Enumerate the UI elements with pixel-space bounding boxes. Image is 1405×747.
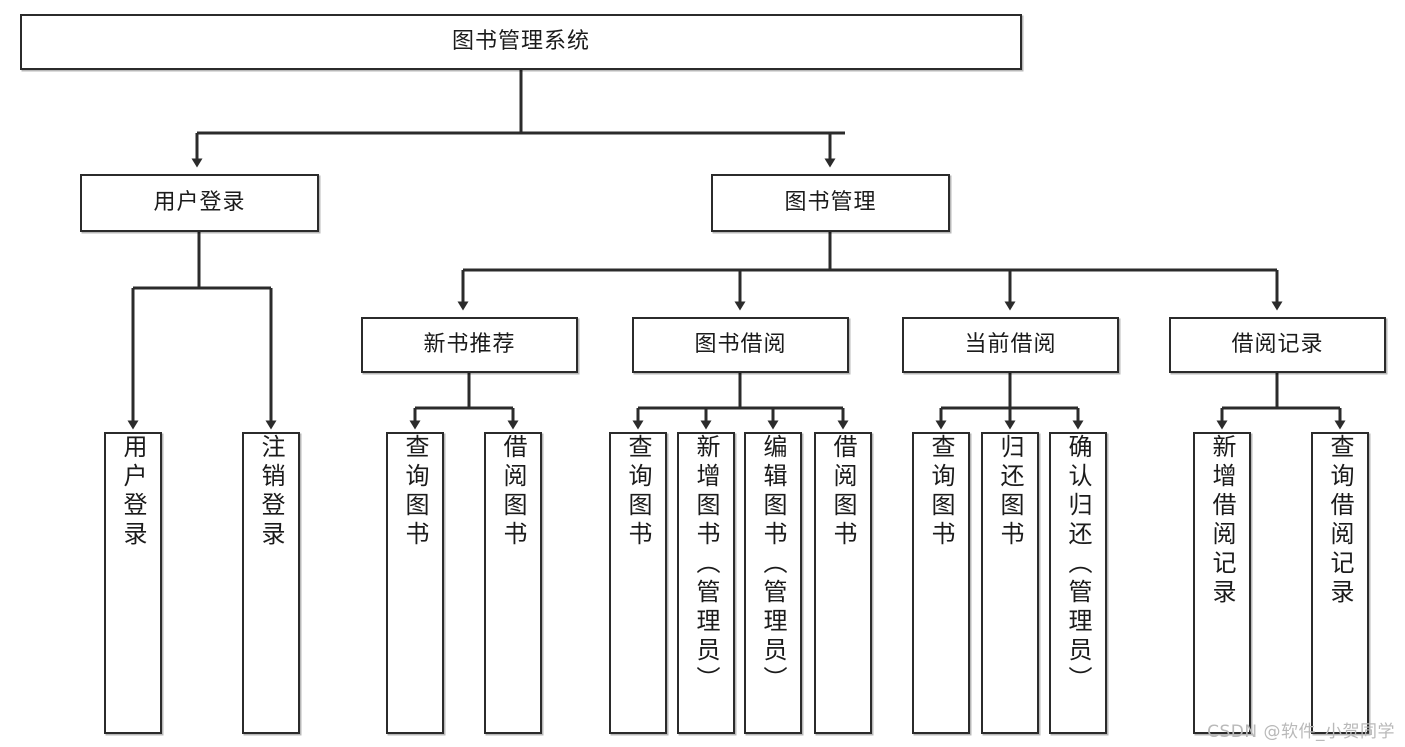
node-current-borrow[interactable]: 当前借阅 xyxy=(902,317,1119,373)
node-new-book-recommend[interactable]: 新书推荐 xyxy=(361,317,578,373)
node-label: 新书推荐 xyxy=(423,332,516,358)
node-label: 查询图书 xyxy=(927,434,955,550)
leaf-query-book-recommend[interactable]: 查询图书 xyxy=(386,432,444,734)
leaf-query-borrow-record[interactable]: 查询借阅记录 xyxy=(1311,432,1369,734)
node-label: 图书借阅 xyxy=(694,332,787,358)
leaf-borrow-book[interactable]: 借阅图书 xyxy=(814,432,872,734)
leaf-add-book-admin[interactable]: 新增图书（管理员） xyxy=(677,432,735,734)
node-label: 图书管理系统 xyxy=(451,29,590,55)
node-label: 注销登录 xyxy=(257,434,285,550)
node-label: 当前借阅 xyxy=(964,332,1057,358)
node-label: 归还图书 xyxy=(996,434,1024,550)
leaf-return-book[interactable]: 归还图书 xyxy=(981,432,1039,734)
leaf-edit-book-admin[interactable]: 编辑图书（管理员） xyxy=(744,432,802,734)
leaf-confirm-return-admin[interactable]: 确认归还（管理员） xyxy=(1049,432,1107,734)
node-label: 编辑图书（管理员） xyxy=(759,434,787,695)
node-label: 图书管理 xyxy=(784,190,877,216)
leaf-user-login[interactable]: 用户登录 xyxy=(104,432,162,734)
node-label: 查询借阅记录 xyxy=(1326,434,1354,608)
node-label: 借阅图书 xyxy=(499,434,527,550)
node-label: 确认归还（管理员） xyxy=(1064,434,1092,695)
node-user-login[interactable]: 用户登录 xyxy=(80,174,319,232)
node-label: 用户登录 xyxy=(153,190,246,216)
node-label: 用户登录 xyxy=(119,434,147,550)
leaf-logout[interactable]: 注销登录 xyxy=(242,432,300,734)
leaf-add-borrow-record[interactable]: 新增借阅记录 xyxy=(1193,432,1251,734)
node-label: 新增图书（管理员） xyxy=(692,434,720,695)
node-label: 借阅图书 xyxy=(829,434,857,550)
node-label: 查询图书 xyxy=(624,434,652,550)
node-label: 借阅记录 xyxy=(1231,332,1324,358)
node-borrow-record[interactable]: 借阅记录 xyxy=(1169,317,1386,373)
watermark: CSDN @软件_小贺同学 xyxy=(1207,722,1395,742)
leaf-query-book-current[interactable]: 查询图书 xyxy=(912,432,970,734)
leaf-query-book-borrow[interactable]: 查询图书 xyxy=(609,432,667,734)
node-label: 新增借阅记录 xyxy=(1208,434,1236,608)
node-root[interactable]: 图书管理系统 xyxy=(20,14,1022,70)
node-book-management[interactable]: 图书管理 xyxy=(711,174,950,232)
node-label: 查询图书 xyxy=(401,434,429,550)
node-book-borrow[interactable]: 图书借阅 xyxy=(632,317,849,373)
leaf-borrow-book-recommend[interactable]: 借阅图书 xyxy=(484,432,542,734)
